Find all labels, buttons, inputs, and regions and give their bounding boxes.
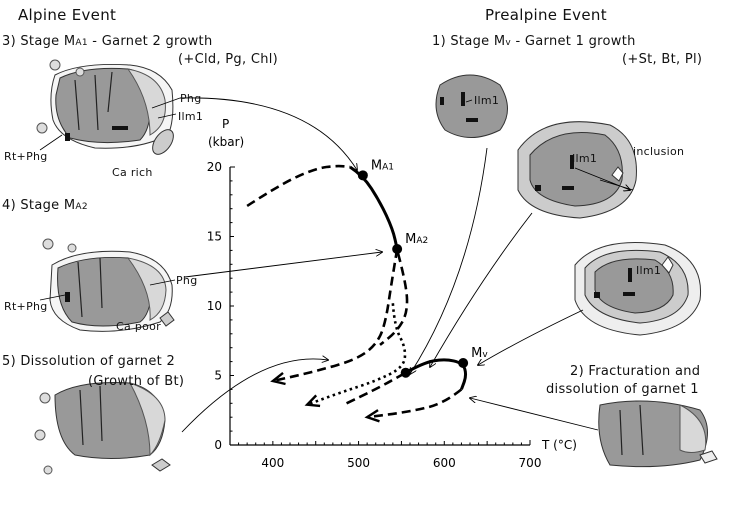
alpine-heading: Alpine Event: [18, 6, 117, 24]
pt-path-prealpine-pre: [346, 371, 407, 405]
stage-3-sub: A1: [75, 38, 88, 48]
arrowhead-icon: [304, 394, 321, 408]
garnet-stage-1: [435, 74, 508, 138]
stage-3-title: 3) Stage MA1 - Garnet 2 growth: [2, 34, 213, 49]
point-label-MA2: MA2: [405, 232, 428, 247]
pt-path-prealpine-retro: [366, 388, 463, 419]
y-tick-label: 15: [207, 230, 222, 244]
stage-3-text: 3) Stage M: [2, 34, 76, 49]
arrowhead-icon: [270, 372, 286, 386]
stage-2-sub: dissolution of garnet 1: [546, 382, 699, 397]
point-MA1: [357, 170, 368, 181]
y-axis-unit: (kbar): [208, 135, 244, 149]
stage-1-minerals: (+St, Bt, Pl): [622, 52, 703, 67]
point-Mv: [458, 357, 469, 368]
garnet-stage-5: [34, 382, 171, 475]
stage-5-title: 5) Dissolution of garnet 2: [2, 354, 176, 369]
arrowhead-icon: [364, 409, 380, 423]
stage-5-sub: (Growth of Bt): [88, 374, 185, 389]
point-MA2: [392, 244, 403, 255]
stage-3-minerals: (+Cld, Pg, Chl): [178, 52, 279, 67]
label-rt-phg-1: Rt+Phg: [4, 150, 48, 163]
label-ilm1-3: Ilm1: [572, 152, 598, 165]
y-tick-label: 0: [214, 438, 222, 452]
label-ilm1-1: Ilm1: [178, 110, 204, 123]
pt-path-alpine-prograde: [246, 164, 351, 208]
prealpine-heading: Prealpine Event: [485, 6, 607, 24]
x-axis-label: T (°C): [541, 438, 577, 452]
x-tick-label: 700: [519, 456, 542, 470]
stage-3-text2: - Garnet 2 growth: [87, 34, 213, 49]
point-label-Mv: Mv: [471, 346, 488, 361]
x-tick-label: 500: [347, 456, 370, 470]
label-phg-1: Phg: [180, 92, 202, 105]
stage-1-sub: v: [505, 38, 512, 48]
point-sublabel: A1: [382, 162, 394, 172]
stage-2-title: 2) Fracturation and: [570, 364, 701, 379]
pt-path-alpine-peak: [349, 165, 399, 250]
pointer-arrows: [179, 97, 633, 433]
x-tick-label: 600: [433, 456, 456, 470]
label-ca-poor: Ca poor: [116, 320, 161, 333]
stage-4-title: 4) Stage MA2: [2, 198, 88, 213]
point-Mv-start: [400, 367, 411, 378]
pt-path-prealpine-peak: [404, 358, 468, 390]
stage-1-text: 1) Stage M: [432, 34, 506, 49]
label-leaders: [39, 97, 473, 301]
garnet-stage-4: [42, 238, 175, 332]
point-label-MA1: MA1: [371, 158, 394, 173]
label-rt-phg-2: Rt+Phg: [4, 300, 48, 313]
label-inclusion: inclusion: [633, 145, 685, 158]
y-tick-label: 10: [207, 299, 222, 313]
point-sublabel: v: [482, 350, 488, 360]
garnet-stage-2: [598, 400, 718, 468]
x-tick-label: 400: [261, 456, 284, 470]
y-tick-label: 20: [207, 160, 222, 174]
pt-path-alpine-retro-3: [306, 303, 407, 406]
garnet-stage-1-outer: [574, 242, 702, 336]
label-ilm1-4: Ilm1: [636, 264, 662, 277]
pt-diagram: 400 500 600 700 0 5 10 15 20 T (°C) P (kbar) MA1MA2M…: [207, 117, 577, 470]
stage-4-sub: A2: [75, 202, 88, 212]
label-ca-rich: Ca rich: [112, 166, 153, 179]
stage-4-text: 4) Stage M: [2, 198, 76, 213]
label-phg-2: Phg: [176, 274, 198, 287]
y-tick-label: 5: [214, 369, 222, 383]
point-sublabel: A2: [416, 236, 428, 246]
stage-1-text2: - Garnet 1 growth: [511, 34, 636, 49]
label-ilm1-2: Ilm1: [474, 94, 500, 107]
pt-path-alpine-retro-2: [379, 252, 409, 346]
stage-1-title: 1) Stage Mv - Garnet 1 growth: [432, 34, 636, 49]
y-axis-label: P: [222, 117, 229, 131]
garnet-stage-1-grown: [517, 121, 637, 219]
garnet-stage-3: [36, 59, 174, 155]
